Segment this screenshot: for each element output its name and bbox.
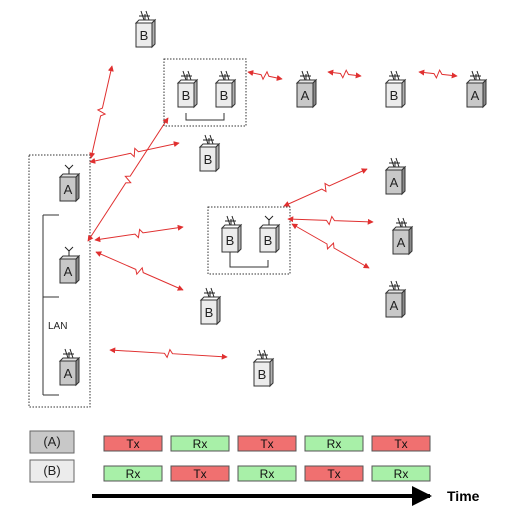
node-a-label: A bbox=[64, 366, 73, 381]
wireless-link bbox=[418, 68, 458, 80]
node-b: B bbox=[214, 70, 237, 109]
node-a-label: A bbox=[390, 298, 399, 313]
node-b: B bbox=[199, 287, 222, 326]
legend-a-label: (A) bbox=[43, 434, 60, 449]
node-b: B bbox=[176, 70, 199, 109]
network-nodes: B B B A B A A B A B B A A A B A B bbox=[58, 10, 488, 388]
node-b: B bbox=[258, 215, 281, 254]
timeline-b: Rx Tx Rx Tx Rx bbox=[103, 465, 431, 482]
timeline-b-slot: Rx bbox=[103, 465, 163, 482]
wireless-link bbox=[327, 69, 362, 79]
wireless-link bbox=[283, 168, 368, 207]
timeline-a-slot-label: Tx bbox=[126, 437, 139, 451]
antenna-icon bbox=[204, 287, 215, 300]
time-label: Time bbox=[447, 488, 480, 504]
mid-pair-wiring bbox=[229, 252, 269, 268]
timeline-a-slot: Rx bbox=[170, 435, 230, 452]
node-b: B bbox=[252, 349, 275, 388]
wireless-links bbox=[87, 65, 458, 360]
timeline-a-slot: Tx bbox=[103, 435, 163, 452]
node-a-label: A bbox=[64, 182, 73, 197]
node-a: A bbox=[384, 280, 407, 319]
timeline-b-slot-label: Tx bbox=[193, 467, 206, 481]
antenna-icon bbox=[63, 348, 74, 361]
legend-b-label: (B) bbox=[43, 463, 60, 478]
node-a-label: A bbox=[397, 235, 406, 250]
lan-label: LAN bbox=[48, 321, 67, 332]
node-b-label: B bbox=[182, 88, 191, 103]
node-a: A bbox=[58, 246, 81, 285]
timeline-a-slot: Rx bbox=[304, 435, 364, 452]
node-b-label: B bbox=[140, 28, 149, 43]
node-b-label: B bbox=[204, 152, 213, 167]
antenna-icon bbox=[470, 70, 481, 83]
wireless-link bbox=[247, 70, 283, 81]
timeline-a-slot-label: Tx bbox=[394, 437, 407, 451]
node-a: A bbox=[391, 217, 414, 256]
lan-group-box bbox=[28, 154, 91, 408]
legend-a-box bbox=[29, 430, 75, 454]
node-b: B bbox=[384, 70, 407, 109]
lan-wiring bbox=[42, 214, 59, 396]
node-a: A bbox=[58, 164, 81, 203]
wireless-link bbox=[291, 223, 370, 269]
top-pair-wiring bbox=[185, 113, 225, 121]
timeline-b-slot-label: Rx bbox=[126, 467, 141, 481]
wireless-link bbox=[89, 65, 114, 159]
wireless-link bbox=[89, 141, 180, 164]
node-a-label: A bbox=[64, 264, 73, 279]
node-b-label: B bbox=[258, 367, 267, 382]
antenna-icon bbox=[389, 157, 400, 170]
node-a: A bbox=[384, 157, 407, 196]
node-b-label: B bbox=[226, 233, 235, 248]
antenna-icon bbox=[219, 70, 230, 83]
node-b-label: B bbox=[220, 88, 229, 103]
node-b-label: B bbox=[205, 305, 214, 320]
timeline-a: Tx Rx Tx Rx Tx bbox=[103, 435, 431, 452]
timeline-b-slot-label: Rx bbox=[260, 467, 275, 481]
node-b-label: B bbox=[390, 88, 399, 103]
node-a: A bbox=[295, 70, 318, 109]
antenna-icon bbox=[389, 70, 400, 83]
legend-b: (B) bbox=[29, 459, 75, 483]
legend-b-box bbox=[29, 459, 75, 483]
node-a-label: A bbox=[390, 175, 399, 190]
wireless-link bbox=[287, 215, 374, 226]
wireless-link bbox=[87, 117, 169, 242]
timeline-b-slot-label: Rx bbox=[394, 467, 409, 481]
top-b-pair-box bbox=[163, 58, 247, 127]
timeline-b-slot: Rx bbox=[371, 465, 431, 482]
node-b: B bbox=[220, 215, 243, 254]
timeline-b-slot: Rx bbox=[237, 465, 297, 482]
node-b: B bbox=[134, 10, 157, 49]
timeline-a-slot-label: Rx bbox=[327, 437, 342, 451]
timeline-a-slot-label: Tx bbox=[260, 437, 273, 451]
timeline-a-slot: Tx bbox=[371, 435, 431, 452]
node-b-label: B bbox=[264, 233, 273, 248]
timeline-a-slot-label: Rx bbox=[193, 437, 208, 451]
wireless-link bbox=[94, 224, 184, 243]
node-a: A bbox=[58, 348, 81, 387]
timeline-b-slot: Tx bbox=[170, 465, 230, 482]
node-b: B bbox=[198, 134, 221, 173]
node-a-label: A bbox=[301, 88, 310, 103]
timeline-b-slot: Tx bbox=[304, 465, 364, 482]
legend-a: (A) bbox=[29, 430, 75, 454]
timeline-a-slot: Tx bbox=[237, 435, 297, 452]
timeline-b-slot-label: Tx bbox=[327, 467, 340, 481]
wireless-link bbox=[109, 347, 228, 360]
node-a: A bbox=[465, 70, 488, 109]
mid-b-pair-box bbox=[207, 206, 291, 275]
node-a-label: A bbox=[471, 88, 480, 103]
antenna-icon bbox=[139, 10, 150, 23]
wireless-link bbox=[95, 251, 184, 291]
